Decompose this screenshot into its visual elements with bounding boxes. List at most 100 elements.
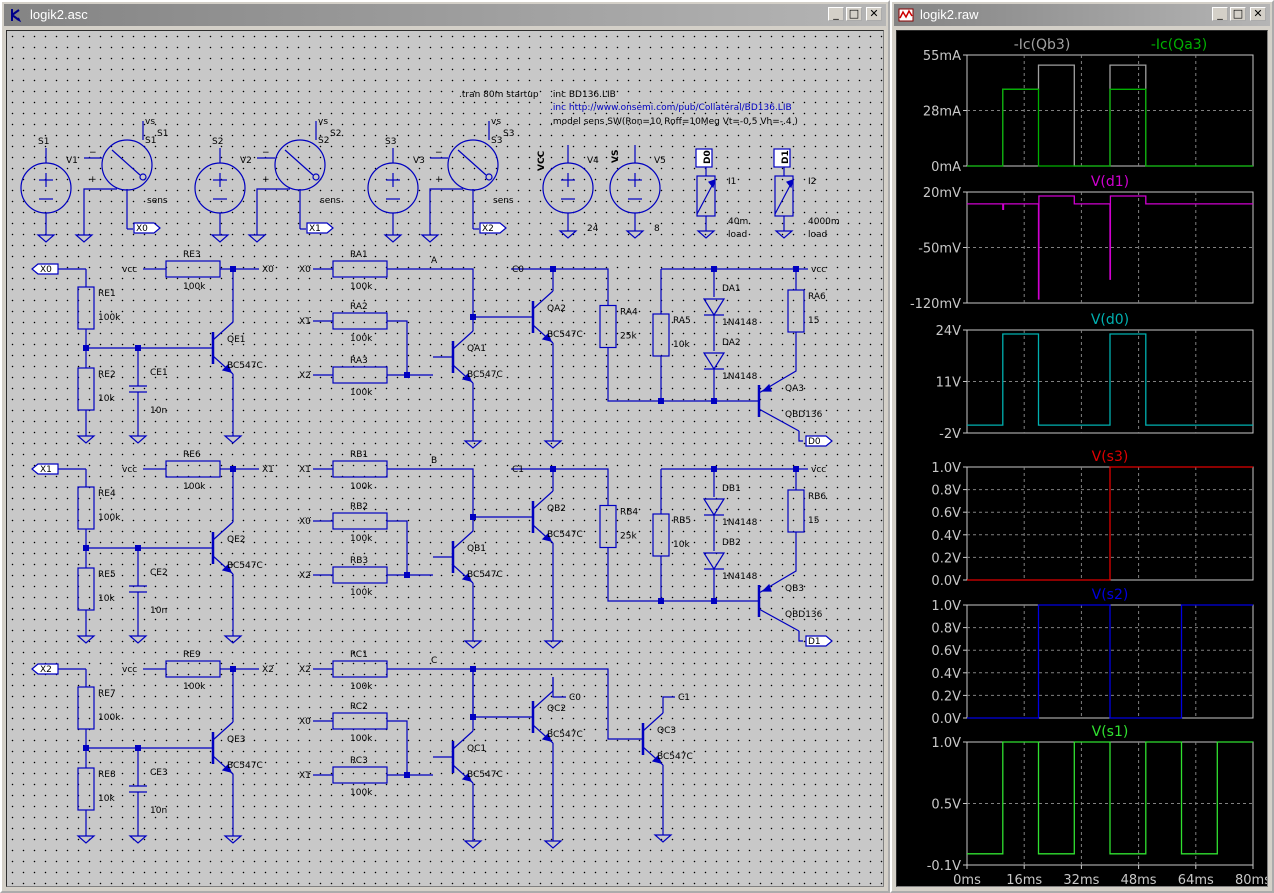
net-flag (695, 148, 713, 168)
y-tick-label: -50mV (918, 242, 961, 257)
transistor-arrow (221, 363, 233, 373)
ground-symbol (543, 640, 563, 649)
net-flag (31, 663, 59, 675)
switch-ctrl-label: S1 (157, 129, 168, 139)
estage-in-flag: X2 (40, 665, 52, 675)
trace-line (967, 604, 1253, 719)
minimize-button[interactable]: _ (828, 7, 844, 21)
wave-maximize-button[interactable]: □ (1230, 7, 1246, 21)
capacitor-name: CE3 (150, 768, 168, 778)
resistor (165, 460, 221, 478)
schematic-titlebar[interactable]: logik2.asc _ □ ✕ (4, 4, 886, 26)
transistor-name: QA2 (547, 304, 566, 314)
resistor (332, 766, 388, 784)
resistor-value: 10k (98, 394, 115, 404)
trace-line (967, 88, 1253, 167)
resistor (332, 366, 388, 384)
transistor-arrow (461, 372, 473, 382)
ground-symbol (696, 230, 716, 239)
resistor-value: 100k (350, 388, 373, 398)
resistor-name: RE7 (98, 689, 116, 699)
vcc-net-label: VCC (537, 150, 547, 171)
transistor-model: QBD136 (785, 610, 823, 620)
wire (387, 668, 474, 717)
switch-contact (312, 173, 320, 181)
transistor-arrow (651, 754, 663, 764)
gate-node-label: C (431, 656, 437, 666)
resistor-value: 25k (620, 332, 637, 342)
resistor-name: RE2 (98, 370, 116, 380)
current-source (774, 175, 794, 217)
wire (387, 468, 474, 517)
gate-in-label: X2 (299, 371, 311, 381)
y-tick-label: 0.4V (931, 667, 961, 682)
junction-dot (658, 398, 664, 404)
ground-symbol (76, 635, 96, 644)
wire (387, 268, 474, 317)
schematic-window[interactable]: logik2.asc _ □ ✕ .tran 80m startup.inc B… (0, 0, 890, 893)
transistor-arrow (541, 532, 553, 542)
trace-line (967, 195, 1253, 300)
y-tick-label: 0.0V (931, 574, 961, 589)
resistor (332, 660, 388, 678)
schematic-canvas[interactable]: .tran 80m startup.inc BD136.LIB.inc http… (6, 30, 884, 887)
resistor-value: 100k (98, 513, 121, 523)
waveform-chart[interactable]: 55mA28mA0mA-Ic(Qb3)-Ic(Qa3)20mV-50mV-120… (897, 31, 1268, 887)
gate-in-label: X1 (299, 317, 311, 327)
gate-in-label: X2 (299, 665, 311, 675)
waveform-titlebar[interactable]: logik2.raw _ □ ✕ (894, 4, 1270, 26)
wave-minimize-button[interactable]: _ (1212, 7, 1228, 21)
resistor (332, 712, 388, 730)
resistor-value: 100k (350, 282, 373, 292)
vcc-label: vcc (811, 465, 826, 475)
transistor-name: QB3 (785, 584, 804, 594)
ground-symbol (543, 440, 563, 449)
junction-dot (711, 398, 717, 404)
schematic-window-title: logik2.asc (30, 7, 88, 22)
vsource-name: V5 (654, 156, 666, 166)
ground-symbol (463, 440, 483, 449)
junction-dot (711, 598, 717, 604)
net-flag (133, 222, 161, 234)
switch-minus: − (262, 148, 270, 158)
resistor (77, 486, 95, 530)
gate-in-label: X0 (299, 265, 311, 275)
transistor-arrow (461, 572, 473, 582)
transistor-collector (452, 330, 474, 350)
capacitor-name: CE2 (150, 568, 168, 578)
gate-c0-label: C0 (569, 693, 581, 703)
diode-name: DA1 (722, 284, 741, 294)
trace-name: V(d1) (1091, 174, 1129, 190)
resistor-name: RB5 (673, 516, 691, 526)
resistor-name: RB4 (620, 508, 638, 518)
wave-close-button[interactable]: ✕ (1250, 7, 1266, 21)
y-tick-label: 0.2V (931, 551, 961, 566)
ground-symbol (463, 840, 483, 849)
transistor-collector (758, 408, 800, 432)
diode-name: DB1 (722, 484, 741, 494)
waveform-app-icon (898, 8, 914, 22)
vsource-name: V4 (587, 156, 599, 166)
schematic-drawing[interactable]: .tran 80m startup.inc BD136.LIB.inc http… (7, 31, 884, 887)
wire (553, 468, 609, 499)
estage-out-label: X1 (262, 465, 274, 475)
trace-name: V(s2) (1092, 587, 1129, 603)
ground-symbol (463, 640, 483, 649)
diode-model: 1N4148 (722, 318, 758, 328)
ground-symbol (774, 230, 794, 239)
ground-symbol (420, 234, 440, 243)
voltage-source (20, 162, 72, 214)
diode-model: 1N4148 (722, 372, 758, 382)
close-button[interactable]: ✕ (866, 7, 882, 21)
maximize-button[interactable]: □ (846, 7, 862, 21)
ground-symbol (558, 230, 578, 239)
transistor-name: QB1 (467, 544, 486, 554)
resistor (332, 512, 388, 530)
resistor-name: RB2 (350, 502, 368, 512)
isource-name: I2 (808, 177, 816, 187)
transistor-collector (758, 608, 800, 632)
y-tick-label: 0.0V (931, 712, 961, 727)
current-source (696, 175, 716, 217)
